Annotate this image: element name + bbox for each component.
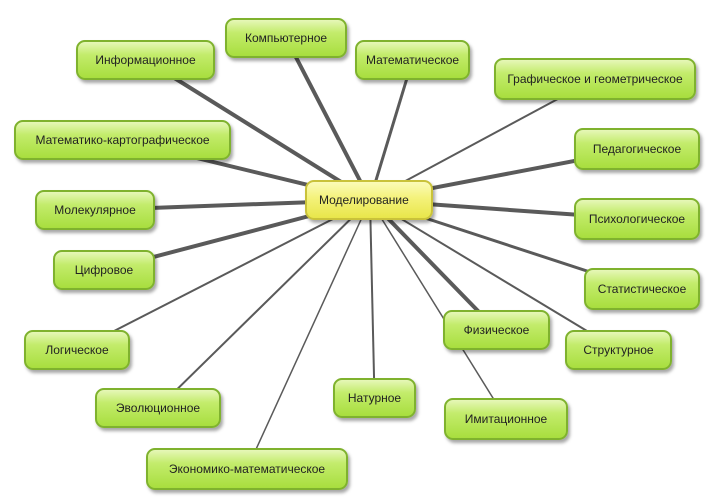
node-imitatsionnoe[interactable]: Имитационное [444, 398, 568, 440]
node-molekulyarnoe[interactable]: Молекулярное [35, 190, 155, 230]
connector-line [368, 59, 414, 201]
connector-line [157, 199, 371, 409]
node-center-modelirovanie[interactable]: Моделирование [305, 180, 433, 220]
node-kompyuternoe[interactable]: Компьютерное [225, 18, 347, 58]
node-tsifrovoe[interactable]: Цифровое [53, 250, 155, 290]
connector-line [284, 37, 372, 201]
connector-line [368, 198, 498, 332]
node-strukturnoe[interactable]: Структурное [565, 330, 672, 370]
node-pedagogicheskoe[interactable]: Педагогическое [574, 128, 700, 170]
connector-line [369, 199, 376, 399]
node-statisticheskoe[interactable]: Статистическое [584, 268, 700, 310]
connector-line [246, 199, 371, 470]
node-matematicheskoe[interactable]: Математическое [355, 40, 470, 80]
connector-line [144, 58, 372, 202]
node-logicheskoe[interactable]: Логическое [24, 330, 130, 370]
node-naturnoe[interactable]: Натурное [333, 378, 416, 418]
node-graficheskoe[interactable]: Графическое и геометрическое [494, 58, 696, 100]
connector-line [369, 199, 620, 351]
node-fizicheskoe[interactable]: Физическое [443, 310, 550, 350]
node-informatsionnoe[interactable]: Информационное [76, 40, 215, 80]
node-ekonomiko-matematicheskoe[interactable]: Экономико-математическое [146, 448, 348, 490]
node-psikhologicheskoe[interactable]: Психологическое [574, 198, 700, 240]
connector-line [369, 199, 507, 420]
node-evolyutsionnoe[interactable]: Эволюционное [95, 388, 221, 428]
connector-line [76, 199, 371, 351]
node-matematiko-kartograficheskoe[interactable]: Математико-картографическое [14, 120, 231, 160]
